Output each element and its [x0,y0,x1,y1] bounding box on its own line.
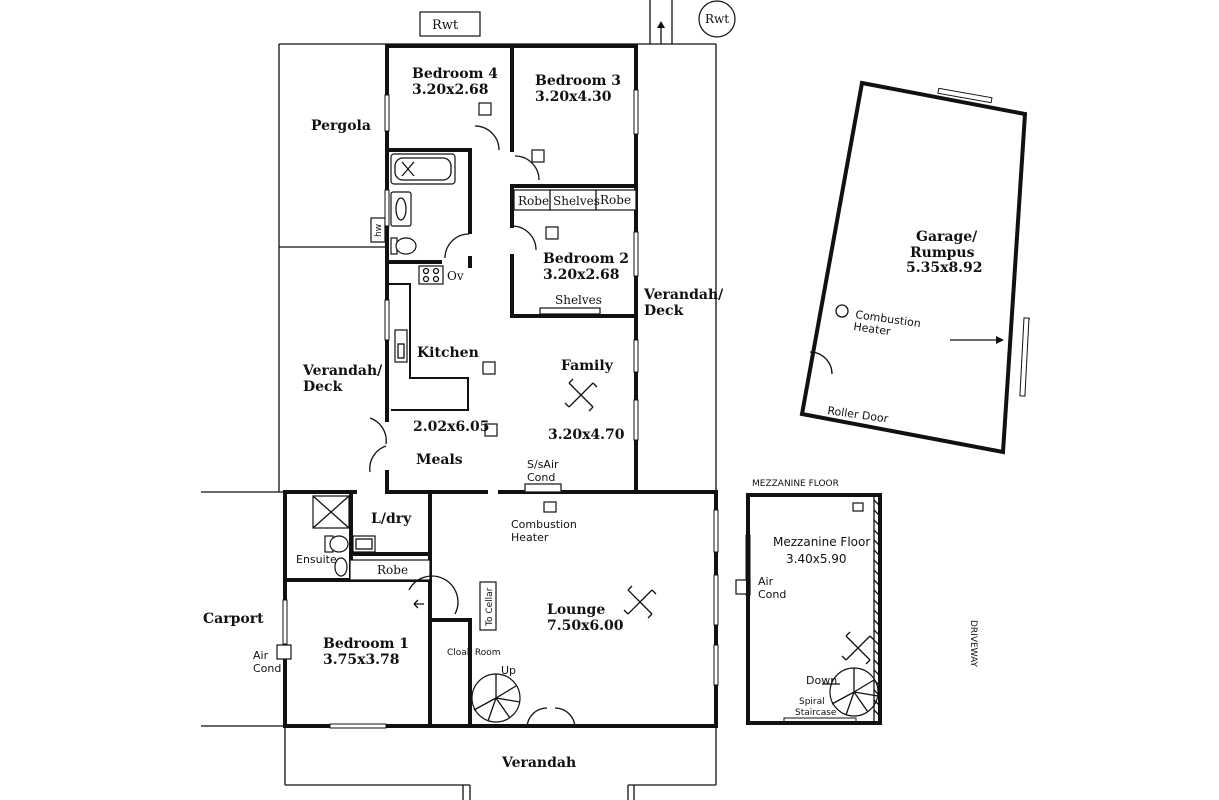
carport-label: Carport [203,611,264,627]
down-label: Down [806,674,837,687]
robe-left-label: Robe [518,194,549,208]
arrow-icon [413,599,424,609]
air-cond-mezz-line2: Cond [758,588,786,601]
bedroom3-label: Bedroom 3 [535,73,621,89]
garage-label-line1: Garage/ [916,229,978,245]
mezzanine-floor-title: MEZZANINE FLOOR [752,479,839,489]
spiral-staircase-line1: Spiral [799,697,825,707]
pergola-label: Pergola [311,118,371,134]
bathtub-icon [390,153,456,185]
kitchen-bench [389,265,469,411]
garage-size: 5.35x8.92 [906,260,983,276]
mezzanine-floor-label: Mezzanine Floor [773,535,870,549]
arrow-icon [950,336,1004,344]
garage-outline [799,80,1028,455]
combustion-heater-lounge-line2: Heater [511,531,549,544]
bedroom2-size: 3.20x2.68 [543,267,620,283]
shelves-mid-label: Shelves [553,194,600,208]
robes-shelves [349,189,637,581]
arrow-icon [657,21,665,44]
hw-label: hw [374,224,384,237]
ss-air-cond-unit [524,483,562,493]
verandah-deck-left-line1: Verandah/ [302,363,383,379]
door-swing-icon [474,125,500,151]
stove-icon [418,265,444,285]
to-cellar-label: To Cellar [485,587,495,627]
combustion-heater-garage-line2: Heater [853,320,892,338]
doors [369,125,833,729]
sink-icon [394,329,408,363]
bedroom4-label: Bedroom 4 [412,66,498,82]
ensuite-label: Ensuite [296,553,337,566]
verandah-deck-left-line2: Deck [303,379,343,395]
air-cond-bed1-unit [276,644,292,660]
robe-bed1-label: Robe [377,563,408,577]
rwt-circle [698,0,736,38]
bathroom-fixtures [312,153,456,577]
garage-label-line2: Rumpus [910,245,975,261]
window-icon [384,94,390,132]
ceiling-vents [478,102,864,512]
bedroom3-size: 3.20x4.30 [535,89,612,105]
spiral-stair-icon [471,667,879,723]
verandah-deck-right-line1: Verandah/ [643,287,724,303]
robe-right-label: Robe [600,193,631,207]
bedroom2-label: Bedroom 2 [543,251,629,267]
lounge-label: Lounge [547,602,605,618]
family-size: 3.20x4.70 [548,427,625,443]
combustion-heater-lounge-line1: Combustion [511,518,577,531]
ceiling-fan-icon [564,378,875,665]
ss-air-cond-line1: S/sAir [527,458,559,471]
cloak-room-label: Cloak Room [447,648,501,658]
ss-air-cond-line2: Cond [527,471,555,484]
shelves-bed2-label: Shelves [555,293,602,307]
kitchen-label: Kitchen [417,345,479,361]
verandah-bottom-label: Verandah [501,755,576,771]
mezzanine-outline [746,493,882,725]
site-outline [201,0,717,800]
bedroom4-size: 3.20x2.68 [412,82,489,98]
air-cond-mezz-line1: Air [758,575,774,588]
lounge-size: 7.50x6.00 [547,618,624,634]
up-label: Up [501,664,516,677]
rwt-box [419,11,481,37]
rwt-top-label: Rwt [432,18,459,33]
shower-icon [312,495,350,529]
house-walls [283,44,718,728]
combustion-heater-garage-unit [835,304,849,318]
bedroom1-size: 3.75x3.78 [323,652,400,668]
mezzanine-size: 3.40x5.90 [786,552,847,566]
rwt-circle-label: Rwt [705,12,729,26]
driveway-label: DRIVEWAY [968,620,978,668]
air-cond-bed1-line2: Cond [253,662,281,675]
kitchen-meals-size: 2.02x6.05 [413,419,490,435]
combustion-heater-lounge-unit [543,501,557,513]
family-label: Family [561,358,614,374]
meals-label: Meals [416,452,463,468]
air-cond-bed1-line1: Air [253,649,269,662]
spiral-staircase-line2: Staircase [795,708,837,718]
toilet-icon [390,237,417,255]
bedroom1-label: Bedroom 1 [323,636,409,652]
verandah-deck-right-line2: Deck [644,303,684,319]
to-cellar-box [479,581,497,631]
ldry-label: L/dry [371,511,412,527]
oven-label: Ov [447,269,464,283]
